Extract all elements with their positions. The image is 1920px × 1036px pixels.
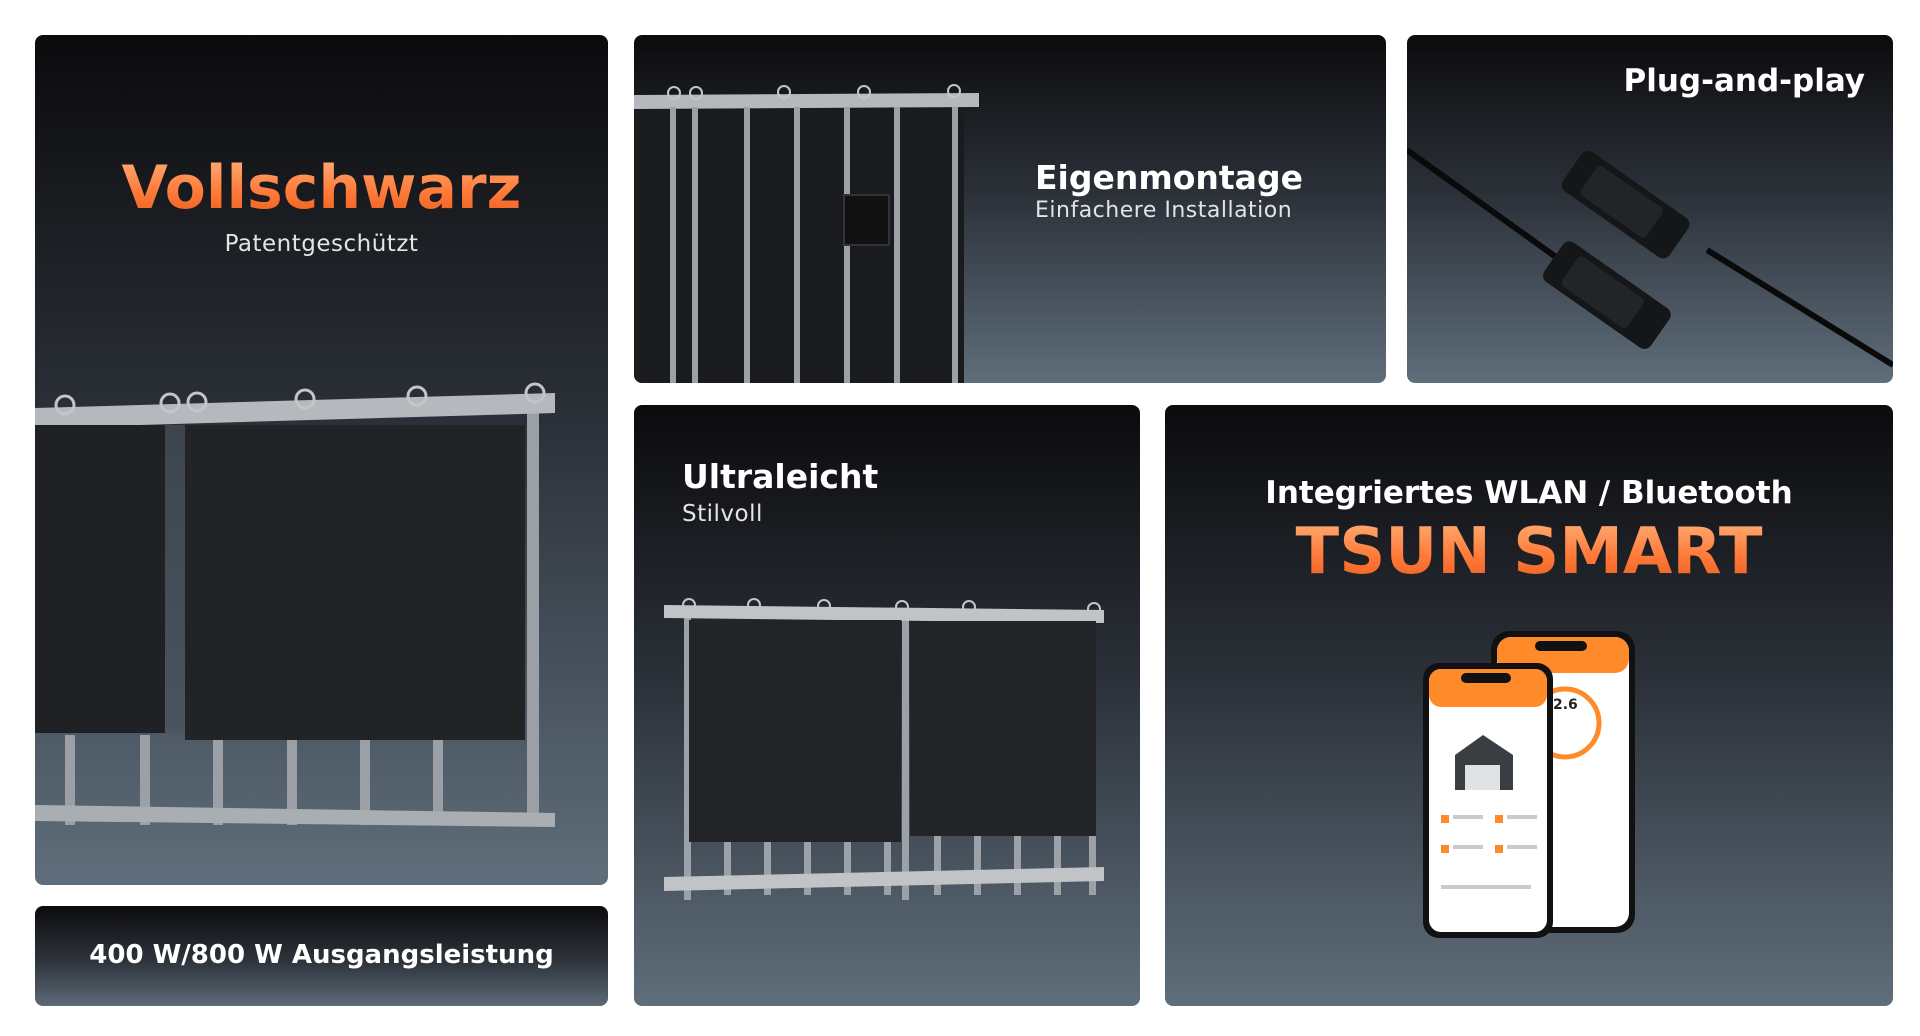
plug-title: Plug-and-play — [1623, 63, 1865, 99]
vollschwarz-title: Vollschwarz — [35, 153, 608, 223]
card-vollschwarz: Vollschwarz Patentgeschützt — [35, 35, 608, 885]
lightweight-panels-image — [664, 598, 1104, 900]
card-eigenmontage: Eigenmontage Einfachere Installation — [634, 35, 1386, 383]
card-ultraleicht: Ultraleicht Stilvoll — [634, 405, 1140, 1006]
output-label: 400 W/800 W Ausgangsleistung — [89, 940, 554, 970]
ultraleicht-subtitle: Stilvoll — [682, 501, 763, 527]
smartphone-app-image — [1423, 631, 1635, 938]
card-tsun-smart: Integriertes WLAN / Bluetooth TSUN SMART… — [1165, 405, 1893, 1006]
panel-mounting-image — [634, 84, 979, 383]
smart-title: Integriertes WLAN / Bluetooth — [1265, 475, 1793, 511]
connector-cable-image — [1407, 147, 1893, 368]
vollschwarz-subtitle: Patentgeschützt — [224, 231, 419, 257]
eigenmontage-subtitle: Einfachere Installation — [1035, 198, 1293, 223]
ultraleicht-title: Ultraleicht — [682, 457, 879, 496]
card-output: 400 W/800 W Ausgangsleistung — [35, 906, 608, 1006]
app-value-readout: 2.6 — [1553, 697, 1578, 713]
balcony-railing-image — [35, 382, 555, 827]
card-plug-and-play: Plug-and-play — [1407, 35, 1893, 383]
smart-brand: TSUN SMART — [1165, 515, 1893, 589]
eigenmontage-title: Eigenmontage — [1035, 158, 1303, 197]
